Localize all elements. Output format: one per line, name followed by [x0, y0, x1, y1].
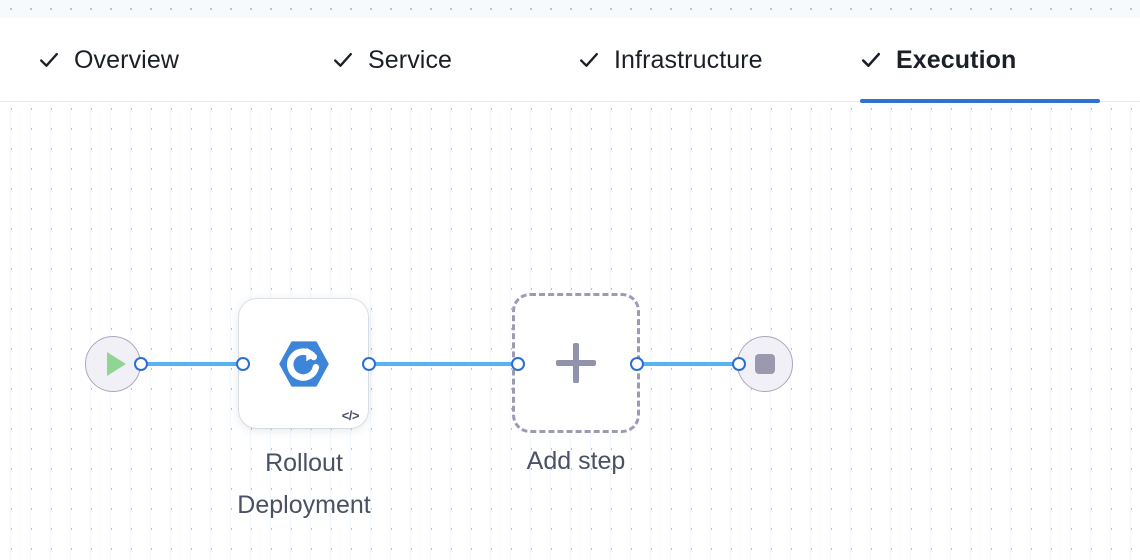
step-node-caption: Rollout Deployment — [184, 442, 424, 526]
stop-icon — [755, 354, 775, 374]
rollout-deployment-icon — [278, 340, 329, 387]
tab-infrastructure-label: Infrastructure — [614, 45, 763, 74]
pipeline-canvas[interactable]: </> Rollout Deployment Add step — [0, 103, 1140, 560]
pipeline-end-node[interactable] — [737, 336, 793, 392]
port-step-input[interactable] — [236, 357, 250, 371]
add-step-caption: Add step — [526, 447, 626, 475]
stage-tab-bar: Overview Service Infrastructure Executio… — [0, 18, 1140, 103]
tab-overview-label: Overview — [74, 45, 179, 74]
port-addstep-output[interactable] — [630, 357, 644, 371]
connector-addstep-to-end — [634, 362, 740, 366]
add-step-button[interactable] — [512, 293, 640, 433]
check-icon — [580, 52, 598, 67]
tab-execution[interactable]: Execution — [860, 18, 1100, 103]
tab-service-label: Service — [368, 45, 453, 74]
check-icon — [40, 52, 58, 67]
play-icon — [106, 352, 126, 376]
tab-overview[interactable]: Overview — [38, 18, 179, 102]
tab-infrastructure[interactable]: Infrastructure — [578, 18, 763, 102]
tab-service[interactable]: Service — [332, 18, 452, 102]
connector-start-to-step — [140, 362, 244, 366]
port-end-input[interactable] — [732, 357, 746, 371]
plus-icon — [556, 343, 596, 383]
tab-active-underline — [860, 99, 1100, 103]
tab-execution-label: Execution — [896, 45, 1017, 74]
port-addstep-input[interactable] — [511, 357, 525, 371]
check-icon — [334, 52, 352, 67]
code-badge-icon[interactable]: </> — [341, 408, 360, 423]
check-icon — [861, 52, 881, 67]
step-caption-line-2: Deployment — [237, 491, 371, 519]
port-start-output[interactable] — [134, 357, 148, 371]
pipeline-start-node[interactable] — [85, 336, 141, 392]
port-step-output[interactable] — [362, 357, 376, 371]
canvas-top-strip — [0, 0, 1140, 18]
step-node-rollout-deployment[interactable]: </> — [239, 299, 368, 428]
step-caption-line-1: Rollout — [265, 449, 343, 477]
connector-step-to-addstep — [366, 362, 518, 366]
